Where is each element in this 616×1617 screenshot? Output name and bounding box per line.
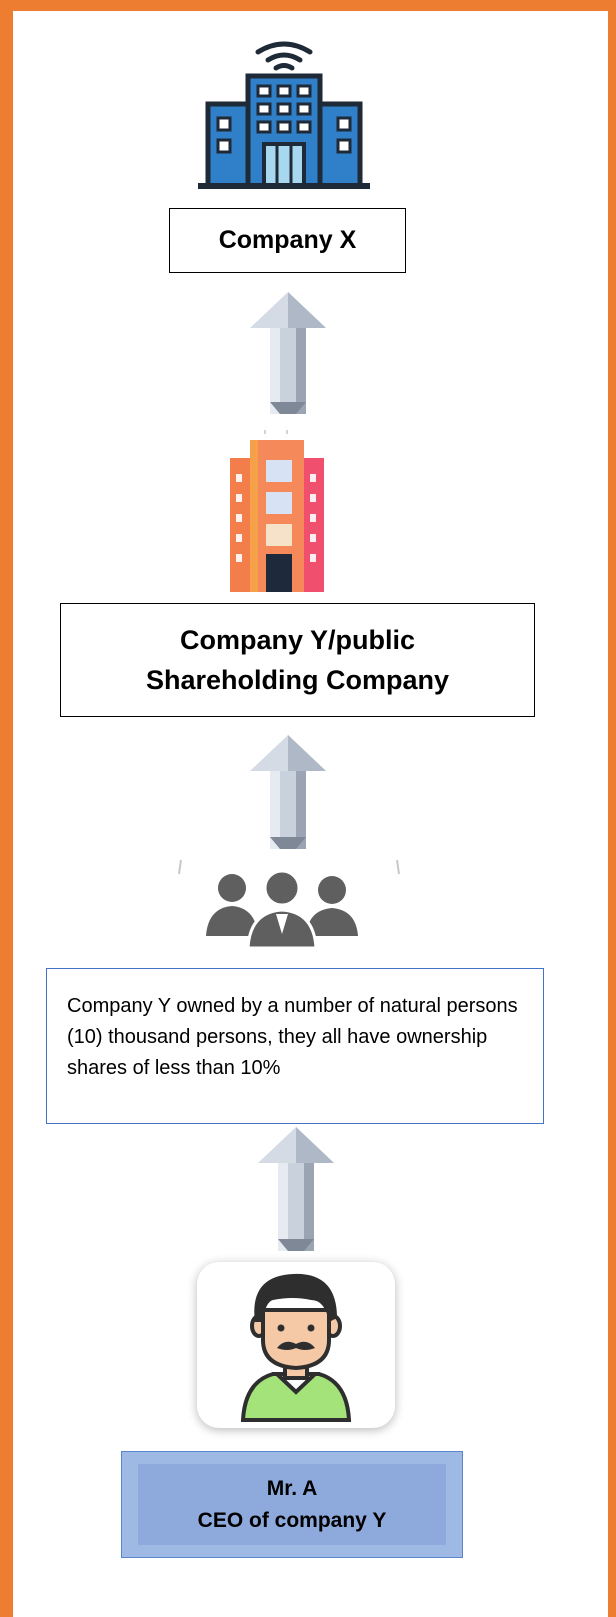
office-building-orange-icon [230,430,324,592]
up-arrow-icon [250,292,326,414]
mr-a-name: Mr. A [266,1476,318,1500]
avatar-card [197,1262,395,1428]
people-group-icon [178,859,400,948]
company-x-label: Company X [218,226,357,254]
company-y-label-line1: Company Y/public [179,625,416,655]
company-y-box: Company Y/public Shareholding Company [60,603,535,717]
mr-a-box: Mr. A CEO of company Y [121,1451,463,1558]
mr-a-label-panel: Mr. A CEO of company Y [138,1464,446,1545]
mr-a-title: CEO of company Y [197,1508,387,1532]
office-building-blue-icon [198,41,370,189]
man-avatar-icon [240,1273,352,1422]
company-y-label-line2: Shareholding Company [145,665,450,695]
owners-description-box: Company Y owned by a number of natural p… [46,968,544,1124]
company-x-box: Company X [169,208,406,273]
up-arrow-icon [258,1127,334,1251]
up-arrow-icon [250,735,326,849]
owners-description-text: Company Y owned by a number of natural p… [67,995,518,1079]
